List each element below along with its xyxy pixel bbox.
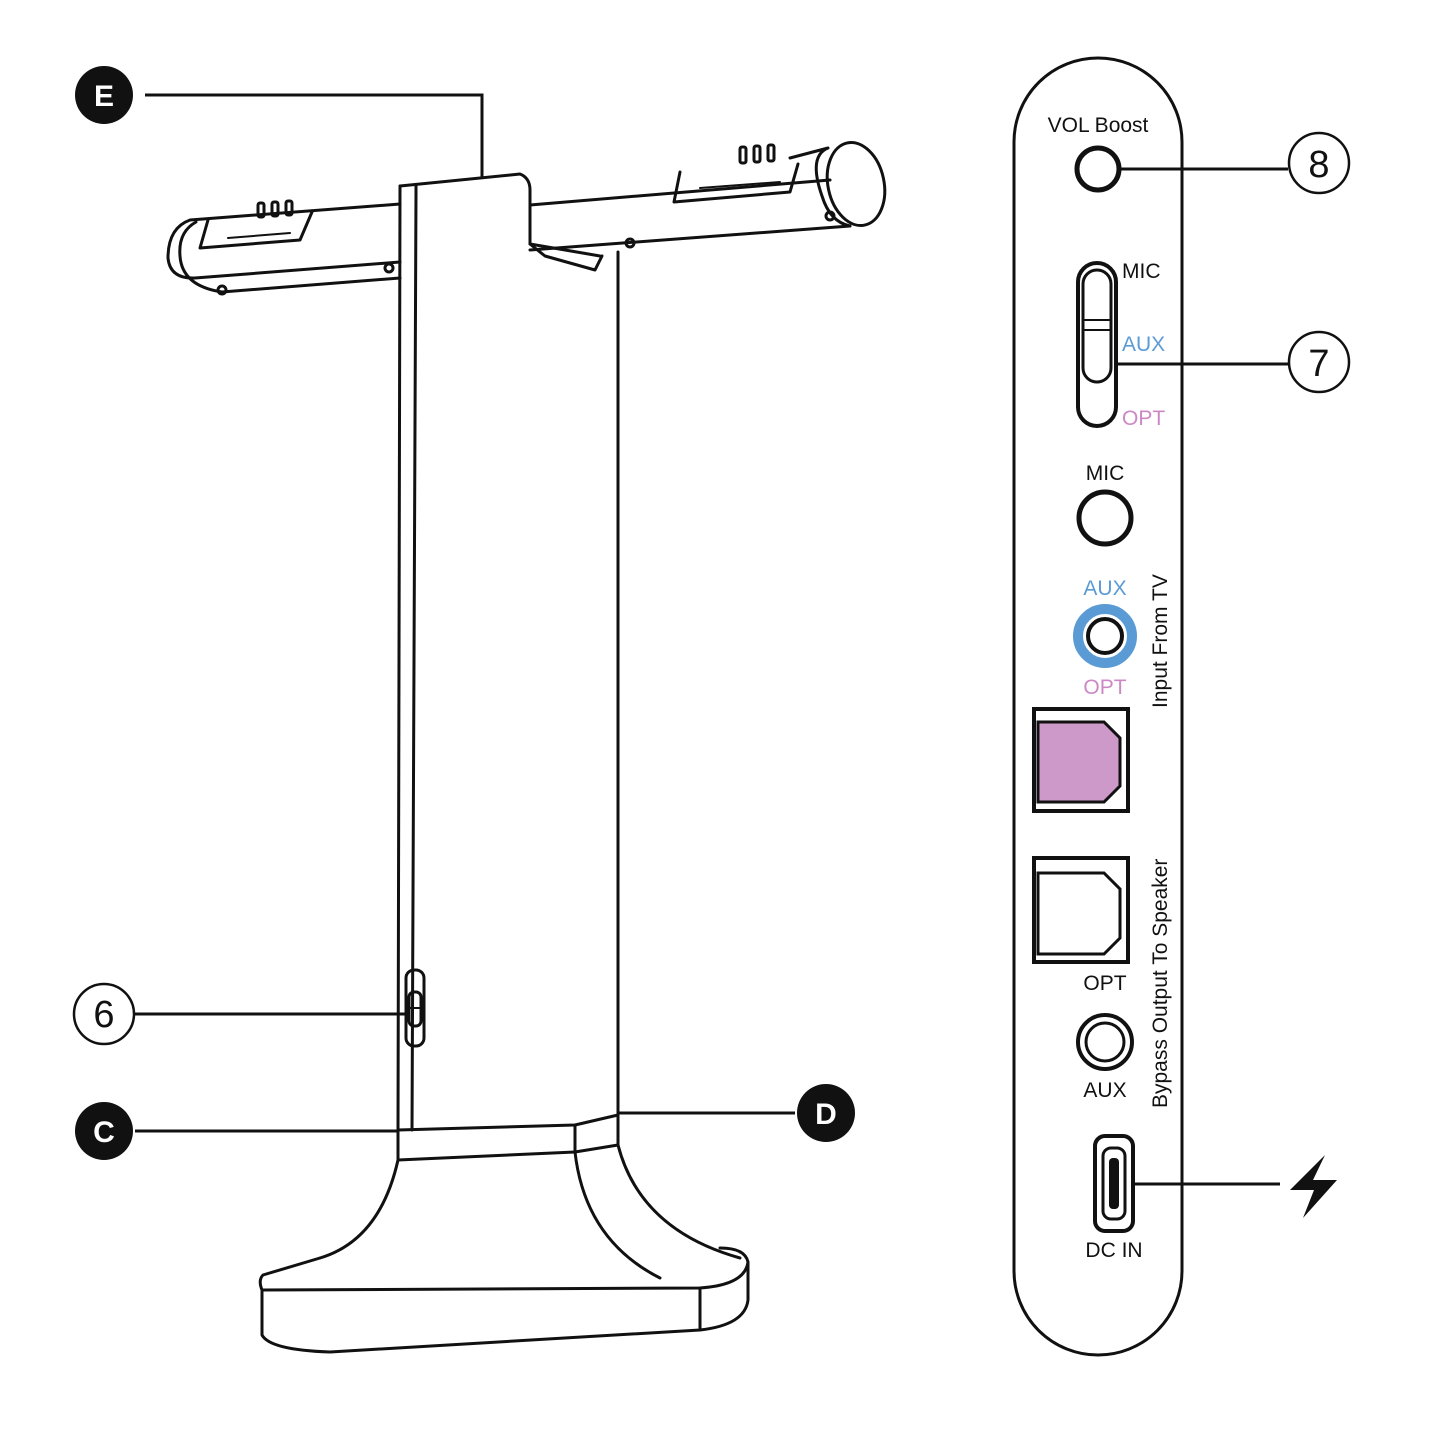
badge-e: E [75, 66, 133, 124]
switch-aux-label: AUX [1122, 333, 1165, 356]
mic-jack [1076, 489, 1134, 547]
stand-illustration [166, 141, 887, 1354]
badge-c: C [75, 1102, 133, 1160]
input-aux-label: AUX [1083, 577, 1126, 600]
top-bracket [398, 172, 604, 272]
aux-output-jack [1076, 1013, 1134, 1071]
badge-d: D [797, 1084, 855, 1142]
connector-panel: VOL Boost MIC AUX OPT MIC AUX OPT Input … [1012, 56, 1288, 1357]
lightning-bolt-icon [1290, 1155, 1337, 1218]
callout-7-label: 7 [1308, 343, 1329, 385]
stand-column [396, 184, 620, 1162]
input-combo-jack [1086, 617, 1124, 655]
side-slider-switch [404, 968, 426, 1048]
output-opt-label: OPT [1083, 972, 1126, 995]
callout-8-label: 8 [1308, 144, 1329, 186]
input-from-tv-label: Input From TV [1149, 574, 1172, 708]
badge-d-label: D [815, 1098, 837, 1131]
badge-c-label: C [93, 1116, 115, 1149]
dc-in-label: DC IN [1085, 1239, 1142, 1262]
optical-input-port [1032, 707, 1130, 813]
optical-output-port [1032, 856, 1130, 964]
vol-boost-button [1074, 145, 1122, 193]
callout-6: 6 [72, 982, 136, 1046]
stand-base [258, 1143, 750, 1354]
input-opt-label: OPT [1083, 676, 1126, 699]
callout-8: 8 [1287, 131, 1351, 195]
callout-7: 7 [1287, 330, 1351, 394]
dc-in-port [1093, 1134, 1135, 1233]
switch-opt-label: OPT [1122, 407, 1165, 430]
mic-jack-label: MIC [1086, 462, 1125, 485]
right-speaker-bar [528, 141, 887, 252]
switch-mic-label: MIC [1122, 260, 1161, 283]
left-speaker-bar [166, 199, 402, 296]
bypass-output-label: Bypass Output To Speaker [1149, 859, 1172, 1108]
input-selector-switch [1076, 261, 1118, 428]
vol-boost-label: VOL Boost [1048, 114, 1149, 137]
callout-lines-left [135, 93, 795, 1133]
output-aux-label: AUX [1083, 1079, 1126, 1102]
badge-e-label: E [94, 80, 114, 113]
callout-6-label: 6 [93, 994, 114, 1036]
